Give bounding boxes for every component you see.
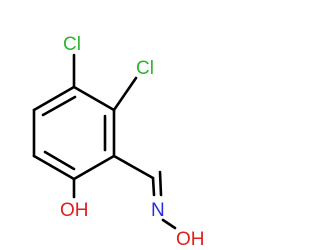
bond-c5-ch	[112, 154, 155, 180]
imine-nitrogen-label: N	[151, 200, 165, 221]
bond-ch-n-a	[151, 176, 156, 197]
ring-bond-c6-c1	[72, 85, 116, 112]
bond-n-o	[161, 218, 177, 230]
ring-bond-c4-c5	[72, 154, 116, 181]
ring-double-bond-inner-1	[41, 95, 77, 117]
ring-bond-c3-c4	[32, 154, 76, 181]
bond-ch-n-b	[158, 170, 163, 197]
chlorine-label-right: Cl	[136, 58, 154, 79]
oxime-hydroxyl-label: OH	[176, 229, 205, 250]
ring-double-bond-inner-2	[43, 150, 76, 171]
bond-c6-cl-right	[112, 76, 138, 112]
ring-bond-c1-c2	[32, 85, 76, 112]
chlorine-label-top: Cl	[63, 34, 81, 55]
molecule-structure: Cl Cl OH N OH	[32, 34, 205, 250]
phenol-hydroxyl-label: OH	[60, 200, 89, 221]
benzene-ring	[32, 85, 116, 181]
